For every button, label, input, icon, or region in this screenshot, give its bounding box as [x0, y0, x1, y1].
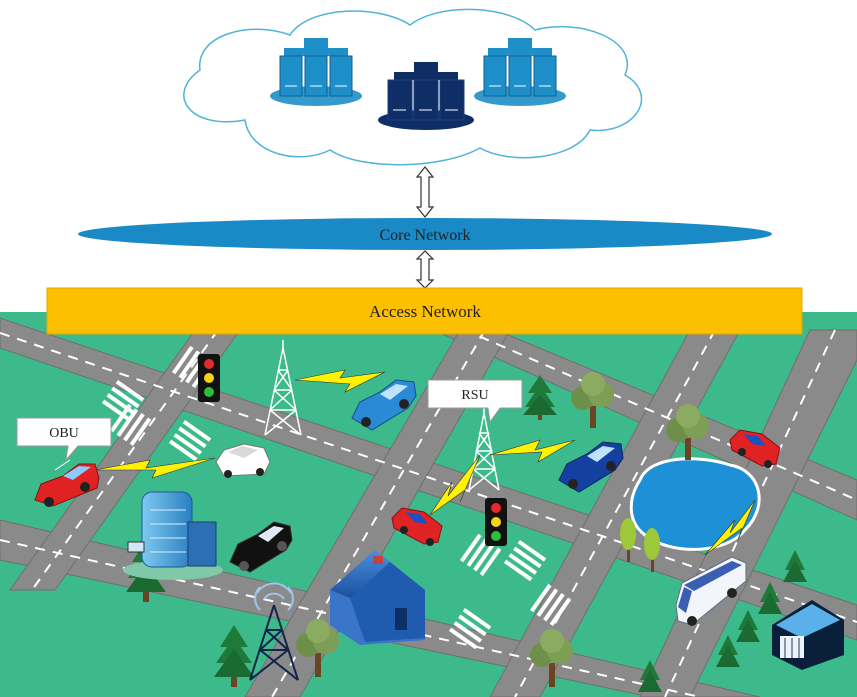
tree-icon — [736, 610, 760, 642]
car-icon — [558, 441, 624, 493]
car-icon — [215, 443, 271, 478]
tower-icon — [264, 340, 302, 436]
car-icon — [391, 507, 443, 546]
car-icon — [34, 463, 100, 507]
rsu-label: RSU — [461, 388, 488, 403]
cloud-icon — [183, 8, 643, 166]
tree-icon — [523, 375, 557, 420]
tree-icon — [758, 582, 782, 614]
building-icon — [772, 600, 844, 670]
tower-icon — [468, 405, 500, 491]
server-rack-icon — [270, 38, 362, 106]
tree-icon — [644, 528, 660, 572]
core-network-layer: Core Network — [78, 218, 772, 250]
server-rack-icon — [378, 62, 474, 130]
traffic-light-icon — [198, 354, 220, 402]
tree-icon — [571, 372, 614, 428]
rsu-callout: RSU — [427, 379, 523, 424]
tree-icon — [530, 629, 573, 687]
car-icon — [729, 429, 781, 468]
house-icon — [330, 550, 425, 645]
server-rack-icon — [474, 38, 566, 106]
lightning-link-icon — [94, 369, 756, 556]
building-icon — [123, 491, 223, 580]
bus-icon — [675, 556, 747, 626]
car-icon — [351, 379, 417, 431]
obu-callout: OBU — [16, 417, 112, 471]
access-network-label: Access Network — [369, 302, 481, 321]
tree-icon — [666, 404, 709, 460]
tree-icon — [638, 660, 662, 692]
tower-icon — [249, 582, 299, 681]
double-arrow-icon — [415, 166, 435, 218]
tree-icon — [620, 518, 636, 562]
tree-icon — [716, 635, 740, 667]
crosswalks — [101, 345, 572, 650]
tree-icon — [214, 625, 254, 687]
double-arrow-icon — [415, 250, 435, 289]
lake-icon — [629, 457, 761, 551]
access-network-layer: Access Network — [46, 287, 803, 335]
tree-icon — [296, 619, 339, 677]
car-icon — [229, 521, 293, 573]
traffic-light-icon — [485, 498, 507, 546]
obu-label: OBU — [49, 426, 79, 441]
core-network-label: Core Network — [379, 227, 470, 244]
tree-icon — [783, 550, 807, 582]
